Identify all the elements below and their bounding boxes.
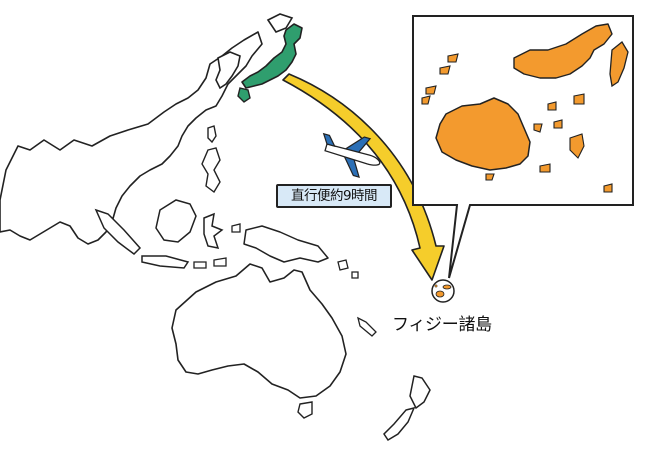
taiwan xyxy=(207,125,217,144)
fiji-islet-11 xyxy=(603,183,613,193)
fiji-islet-6 xyxy=(573,93,585,105)
philippines xyxy=(201,147,221,194)
viti-levu xyxy=(435,97,531,171)
airplane-icon xyxy=(322,132,381,179)
korea xyxy=(215,51,241,90)
borneo xyxy=(155,199,197,243)
fiji-islet-5 xyxy=(547,101,557,111)
java xyxy=(141,255,190,269)
fiji-islet-12 xyxy=(485,173,495,181)
solomon-islands xyxy=(337,259,359,279)
sulawesi xyxy=(203,212,224,249)
fiji-location-marker xyxy=(431,279,455,303)
kamchatka xyxy=(266,13,294,33)
sumatra xyxy=(94,208,142,255)
flight-duration-label: 直行便約9時間 xyxy=(276,184,392,208)
new-caledonia xyxy=(357,316,377,337)
route-arrow xyxy=(282,73,445,281)
australia xyxy=(171,263,347,399)
fiji-islet-8 xyxy=(533,123,543,133)
island-3 xyxy=(231,223,241,233)
island-1 xyxy=(193,261,207,269)
fiji-islet-7 xyxy=(553,119,563,129)
fiji-islet-9 xyxy=(569,133,585,159)
asia-mainland xyxy=(0,31,263,245)
fiji-islet-10 xyxy=(539,163,551,173)
new-zealand-north xyxy=(409,375,431,410)
fiji-islet-1 xyxy=(447,53,459,63)
new-zealand-south xyxy=(383,406,416,442)
vanua-levu xyxy=(513,23,613,79)
tasmania xyxy=(297,401,313,419)
fiji-islet-3 xyxy=(425,85,437,95)
island-2 xyxy=(213,257,227,267)
fiji-islet-2 xyxy=(439,65,451,75)
japan-kyushu xyxy=(237,87,251,103)
japan xyxy=(241,23,303,89)
fiji-islet-4 xyxy=(421,95,431,105)
new-guinea xyxy=(243,225,329,263)
fiji-islands-label: フィジー諸島 xyxy=(392,315,492,335)
taveuni xyxy=(609,41,629,88)
